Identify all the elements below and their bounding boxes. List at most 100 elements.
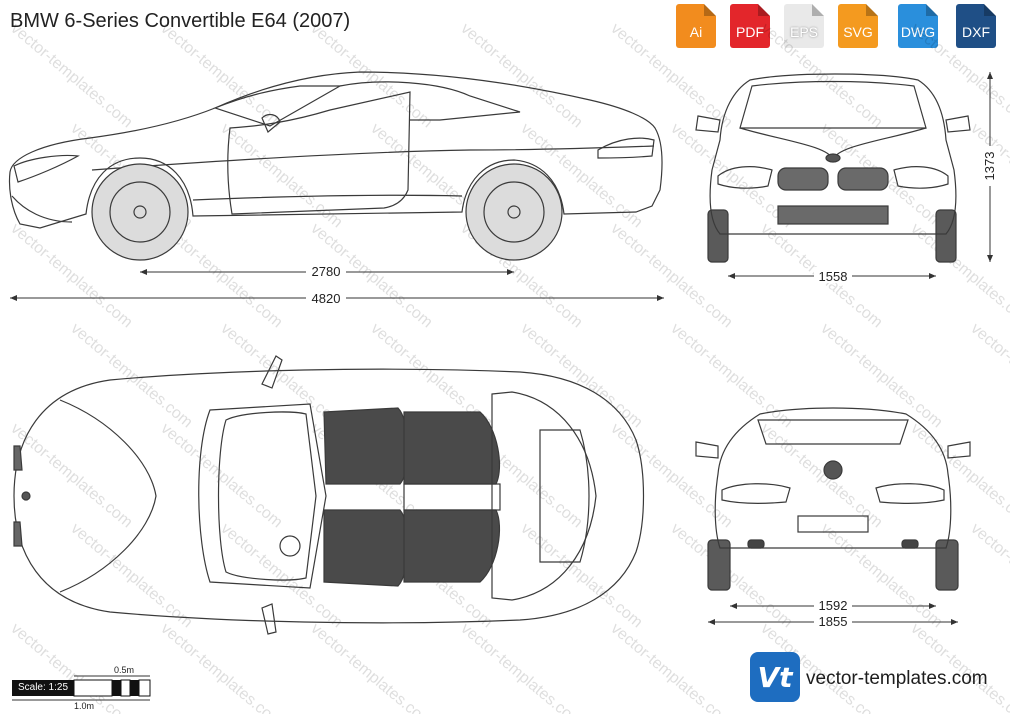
- rear-rollbar: [757, 419, 909, 445]
- watermark-text: vector-templates.com: [157, 620, 285, 714]
- front-view: [695, 73, 971, 263]
- rear-right-exhaust: [901, 539, 919, 549]
- front-windshield: [739, 80, 927, 129]
- watermark-text: vector-templates.com: [607, 620, 735, 714]
- top-left-mirror: [261, 355, 283, 389]
- side-windshield: [213, 85, 343, 127]
- brand-name[interactable]: vector-templates.com: [806, 668, 988, 689]
- side-headlight: [13, 154, 80, 183]
- front-lower-intake: [777, 205, 889, 225]
- top-right-mirror: [261, 603, 277, 635]
- top-dashboard: [217, 411, 317, 581]
- rear-left-mirror: [695, 441, 719, 459]
- front-track-label: 1558: [819, 269, 848, 284]
- watermark-text: vector-templates.com: [667, 520, 795, 631]
- side-body-outline: [8, 71, 663, 229]
- top-right-seat: [323, 509, 409, 587]
- svg-format-label: SVG: [843, 24, 873, 40]
- rear-left-tire: [707, 539, 731, 591]
- rear-left-exhaust: [747, 539, 765, 549]
- front-left-headlight: [717, 166, 773, 189]
- scale-bar: 0.5m 1.0m: [12, 665, 151, 711]
- top-trunk-line: [539, 429, 590, 563]
- rear-body-outline: [714, 407, 952, 549]
- top-tonneau-cover: [491, 391, 597, 601]
- watermark-text: vector-templates.com: [7, 20, 135, 131]
- pdf-format-label: PDF: [736, 24, 764, 40]
- front-bmw-emblem: [825, 153, 841, 163]
- dwg-format-label: DWG: [900, 24, 936, 40]
- width-label: 1855: [819, 614, 848, 629]
- svg-format-icon[interactable]: SVG: [838, 4, 878, 48]
- top-steering-wheel: [279, 535, 301, 557]
- length-label: 4820: [312, 291, 341, 306]
- page-title: BMW 6-Series Convertible E64 (2007): [10, 10, 351, 32]
- top-hood-line: [59, 399, 157, 593]
- watermark-text: vector-templates.com: [757, 420, 885, 531]
- top-rear-right-seat: [403, 509, 501, 583]
- top-left-seat: [323, 407, 409, 485]
- rear-track-label: 1592: [819, 598, 848, 613]
- watermark-text: vector-templates.com: [607, 420, 735, 531]
- dxf-format-icon[interactable]: DXF: [956, 4, 996, 48]
- scale-ratio-badge: Scale: 1:25: [12, 680, 74, 696]
- top-view: [13, 355, 645, 635]
- pdf-format-icon[interactable]: PDF: [730, 4, 770, 48]
- front-right-kidney-grille: [837, 167, 889, 191]
- front-right-mirror: [945, 115, 971, 133]
- front-body-outline: [709, 73, 957, 235]
- watermark-text: vector-templates.com: [607, 20, 735, 131]
- watermark-text: vector-templates.com: [667, 320, 795, 431]
- watermark-text: vector-templates.com: [817, 320, 945, 431]
- watermark-text: vector-templates.com: [457, 620, 585, 714]
- eps-format-icon[interactable]: EPS: [784, 4, 824, 48]
- eps-format-label: EPS: [789, 24, 818, 40]
- top-windshield-frame: [198, 403, 327, 589]
- watermark-text: vector-templates.com: [517, 320, 645, 431]
- rear-right-taillight: [875, 483, 945, 504]
- side-mirror: [261, 113, 281, 133]
- top-center-console: [403, 483, 501, 511]
- height-label: 1373: [982, 152, 997, 181]
- watermark-text: vector-templates.com: [457, 20, 585, 131]
- front-left-kidney-grille: [777, 167, 829, 191]
- side-front-hub: [133, 205, 147, 219]
- top-body-outline: [13, 368, 645, 624]
- ai-format-icon[interactable]: Ai: [676, 4, 716, 48]
- dwg-format-icon[interactable]: DWG: [898, 4, 938, 48]
- scale-half-meter-label: 0.5m: [114, 665, 134, 675]
- watermark-text: vector-templates.com: [67, 520, 195, 631]
- front-left-tire: [707, 209, 729, 263]
- top-front-grille: [13, 445, 23, 547]
- watermark-text: vector-templates.com: [157, 420, 285, 531]
- side-character-line: [91, 145, 655, 171]
- ai-format-label: Ai: [689, 24, 703, 40]
- side-front-tire: [91, 163, 189, 261]
- rear-left-taillight: [721, 483, 791, 504]
- side-cabin-line: [339, 81, 521, 121]
- vt-logo-text: Vt: [757, 661, 793, 694]
- watermark-text: vector-templates.com: [907, 420, 1010, 531]
- watermark-text: vector-templates.com: [517, 520, 645, 631]
- top-bmw-emblem: [21, 491, 31, 501]
- side-front-rim: [109, 181, 171, 243]
- watermark-text: vector-templates.com: [967, 520, 1010, 631]
- side-view: [8, 71, 663, 261]
- side-door: [227, 91, 411, 215]
- rear-bmw-emblem: [823, 460, 843, 480]
- vt-logo[interactable]: Vt: [750, 652, 800, 702]
- scale-one-meter-label: 1.0m: [74, 701, 94, 711]
- side-rear-hub: [507, 205, 521, 219]
- front-right-headlight: [893, 166, 949, 189]
- rear-right-tire: [935, 539, 959, 591]
- front-left-mirror: [695, 115, 721, 133]
- side-rear-rim: [483, 181, 545, 243]
- watermark-text: vector-templates.com: [967, 320, 1010, 431]
- rear-right-mirror: [947, 441, 971, 459]
- top-rear-left-seat: [403, 411, 501, 485]
- side-sill-line: [192, 194, 463, 201]
- side-rear-tire: [465, 163, 563, 261]
